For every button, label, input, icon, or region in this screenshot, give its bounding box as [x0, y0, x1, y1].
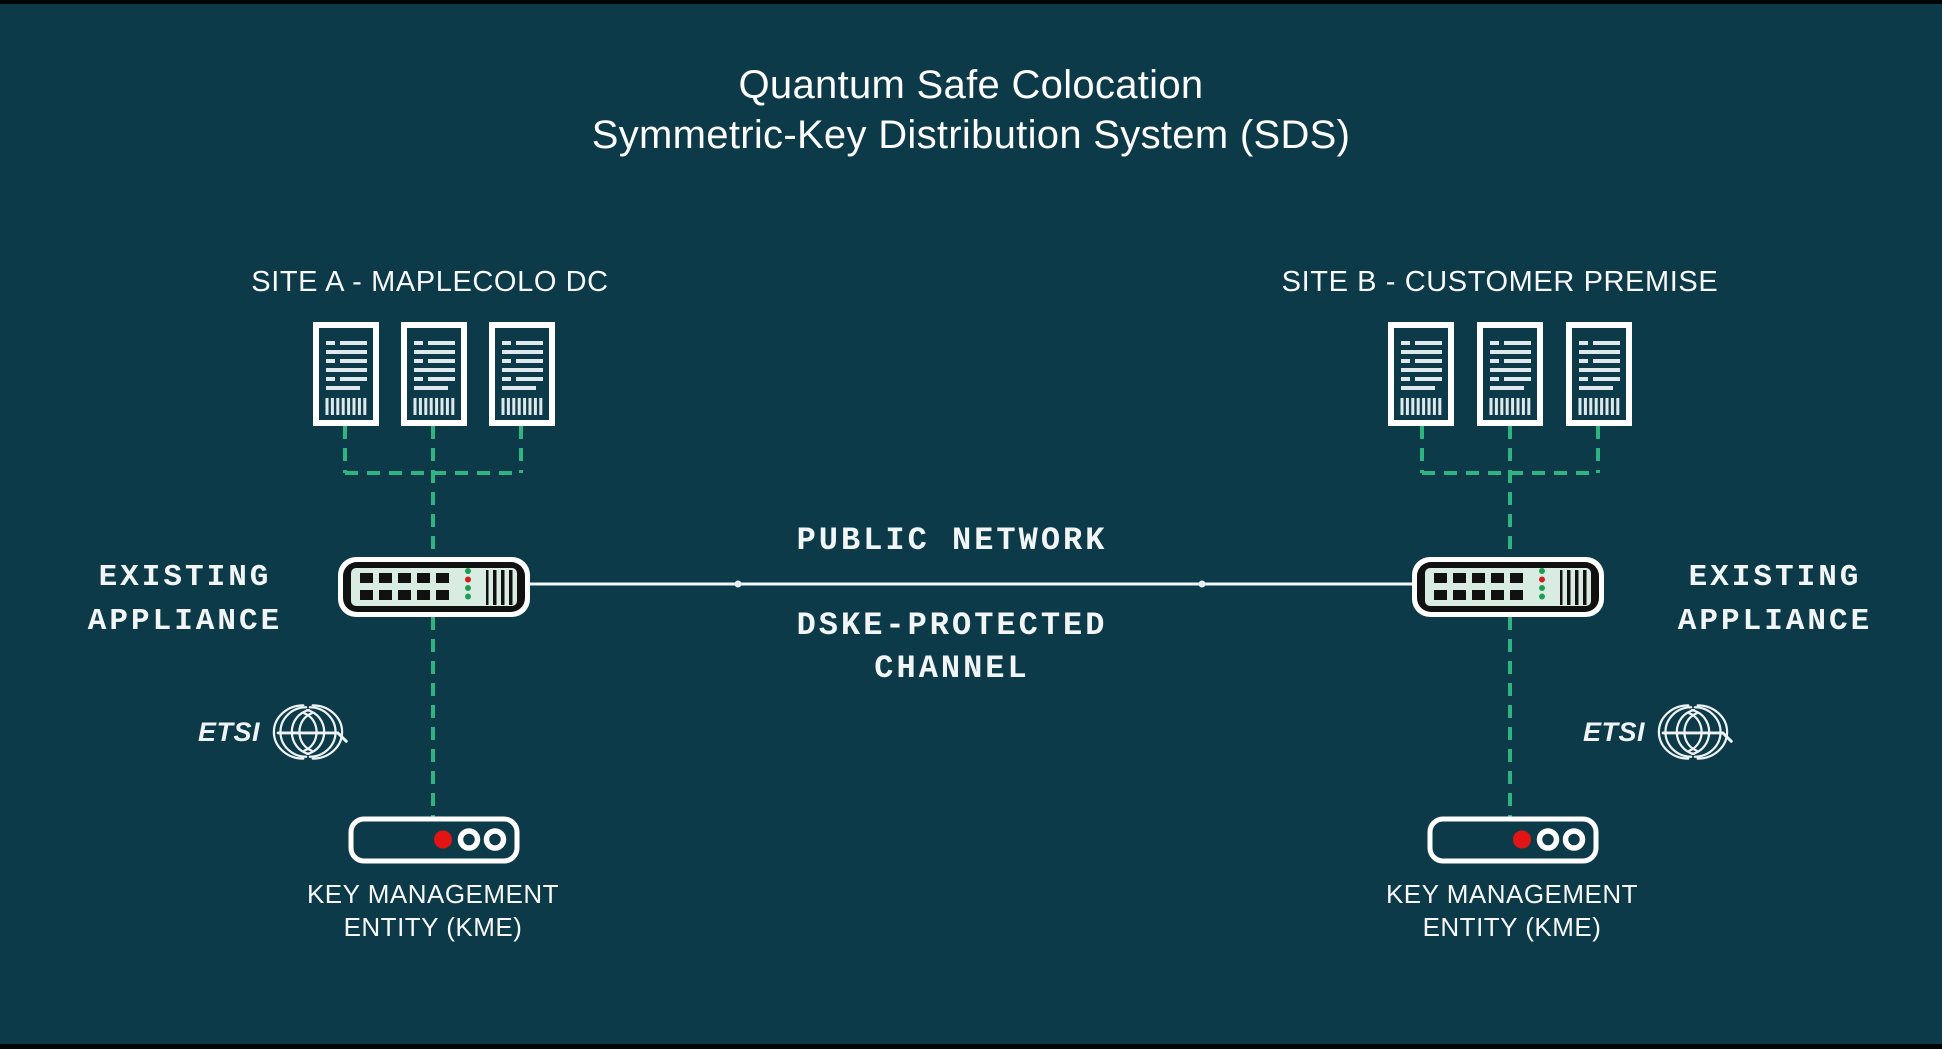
kme-label-line2: ENTITY (KME) [1422, 912, 1602, 942]
site-a-lan-dashed-links [343, 426, 523, 817]
dske-channel-label-line2: CHANNEL [874, 650, 1030, 687]
network-appliance-icon [338, 557, 530, 617]
link-joint-dot [734, 580, 742, 588]
site-b-label: SITE B - CUSTOMER PREMISE [1281, 266, 1719, 298]
etsi-logo: ETSI [198, 704, 360, 760]
site-b-lan-dashed-links [1420, 426, 1600, 817]
server-rack-icon [401, 322, 467, 426]
server-rack-icon [1566, 322, 1632, 426]
appliance-label-line2: APPLIANCE [1677, 604, 1873, 639]
kme-white-indicator [1536, 828, 1560, 851]
kme-appliance-icon [1427, 816, 1599, 864]
kme-white-indicator [1562, 828, 1586, 851]
server-rack-icon [489, 322, 555, 426]
diagram-title-line1: Quantum Safe Colocation [738, 63, 1204, 107]
public-network-link-line [530, 580, 1412, 588]
kme-white-indicator [457, 828, 481, 851]
etsi-globe-icon [256, 704, 360, 760]
appliance-ports [1434, 573, 1523, 600]
etsi-logo-text: ETSI [1583, 716, 1646, 747]
kme-label-line1: KEY MANAGEMENT [1385, 879, 1639, 909]
appliance-vent-bars [1560, 570, 1587, 605]
kme-red-indicator [434, 830, 452, 849]
top-edge-bar [0, 0, 1942, 4]
site-a-kme-label: KEY MANAGEMENT ENTITY (KME) [273, 878, 593, 944]
network-appliance-icon [1412, 557, 1604, 617]
appliance-led-indicators [1539, 568, 1545, 600]
etsi-globe-icon [1641, 704, 1745, 760]
site-b-kme-label: KEY MANAGEMENT ENTITY (KME) [1352, 878, 1672, 944]
dske-channel-label-line1: DSKE-PROTECTED [796, 607, 1108, 644]
link-joint-dot [1198, 580, 1206, 588]
diagram-title: Quantum Safe Colocation Symmetric-Key Di… [0, 60, 1942, 160]
appliance-label-line1: EXISTING [98, 560, 272, 595]
kme-label-line1: KEY MANAGEMENT [306, 879, 560, 909]
appliance-ports [360, 573, 449, 600]
public-network-label: PUBLIC NETWORK [796, 522, 1108, 559]
server-rack-icon [313, 322, 379, 426]
appliance-vent-bars [486, 570, 513, 605]
server-rack-icon [1477, 322, 1543, 426]
bottom-edge-bar [0, 1044, 1942, 1049]
kme-label-line2: ENTITY (KME) [343, 912, 523, 942]
site-b-appliance-label: EXISTING APPLIANCE [1645, 556, 1905, 644]
kme-red-indicator [1513, 830, 1531, 849]
kme-white-indicator [483, 828, 507, 851]
site-a-label: SITE A - MAPLECOLO DC [251, 266, 609, 298]
etsi-logo: ETSI [1583, 704, 1745, 760]
site-a-appliance-label: EXISTING APPLIANCE [55, 556, 315, 644]
diagram-title-line2: Symmetric-Key Distribution System (SDS) [591, 113, 1351, 157]
server-rack-icon [1388, 322, 1454, 426]
kme-appliance-icon [348, 816, 520, 864]
appliance-label-line2: APPLIANCE [87, 604, 283, 639]
dske-channel-label: DSKE-PROTECTED CHANNEL [752, 604, 1152, 690]
appliance-led-indicators [465, 568, 471, 600]
appliance-label-line1: EXISTING [1688, 560, 1862, 595]
etsi-logo-text: ETSI [198, 716, 261, 747]
